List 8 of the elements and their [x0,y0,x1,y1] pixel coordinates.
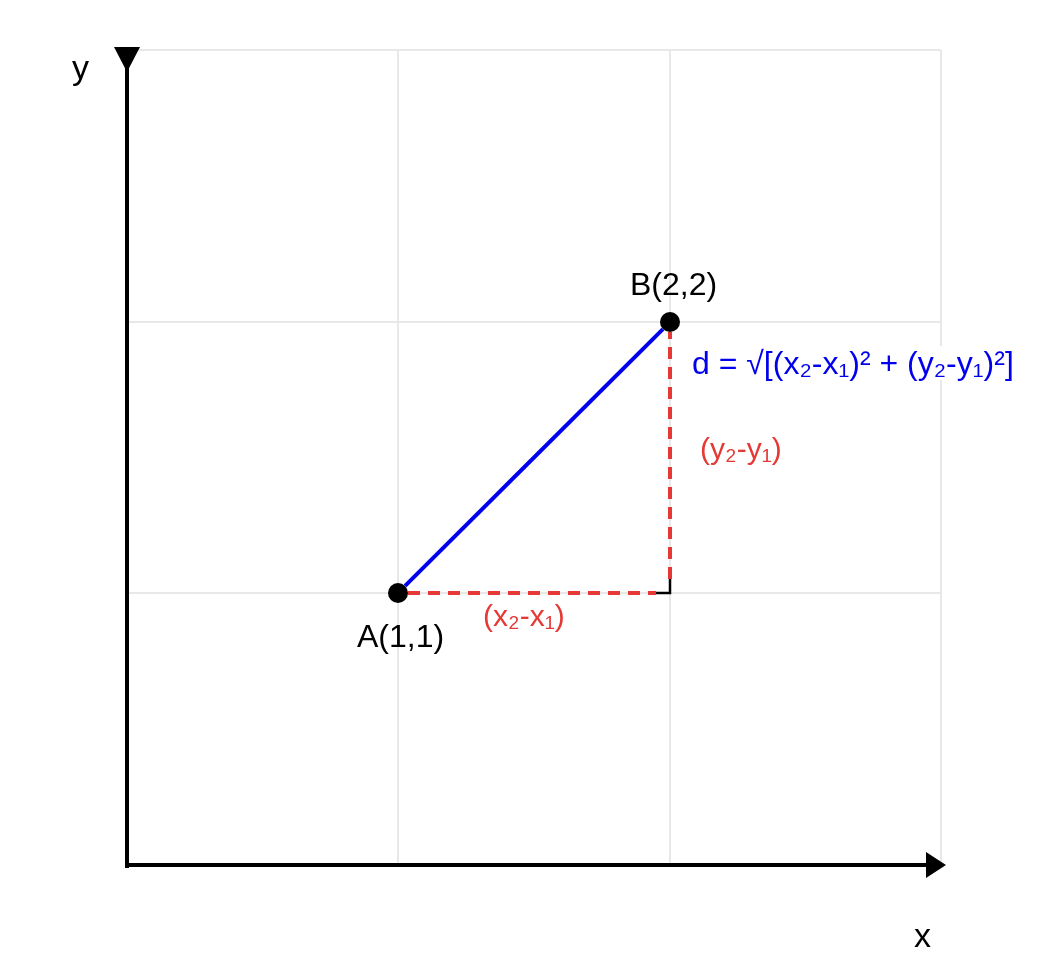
dashed-line [408,591,656,595]
line-segment [403,327,665,588]
right-angle-mark [656,579,670,593]
axis-label: y [72,50,89,84]
dashed-line [668,332,672,579]
point-label: A(1,1) [357,620,445,652]
axis-label: x [914,918,931,952]
point-label: B(2,2) [630,268,718,300]
